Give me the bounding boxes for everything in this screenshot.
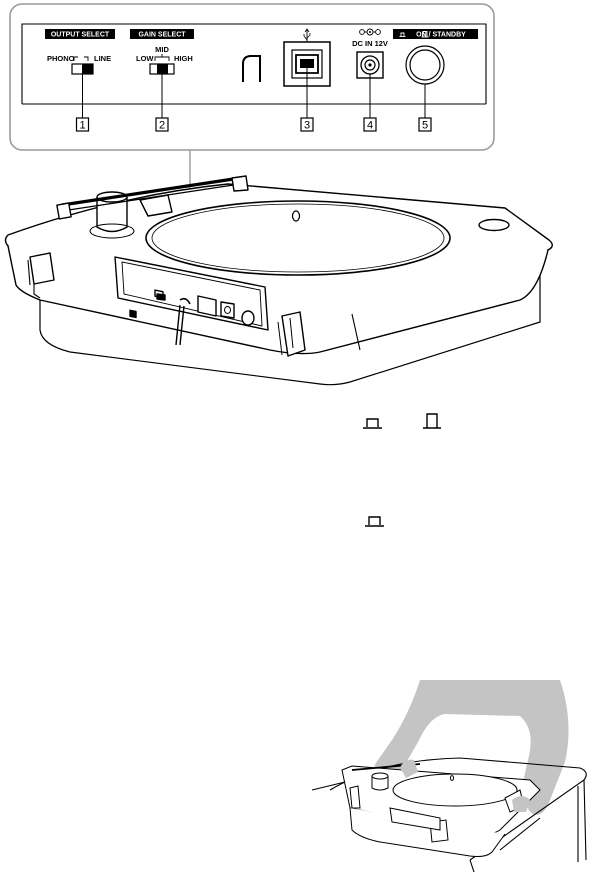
- line-label: LINE: [94, 54, 111, 63]
- callout-5: 5: [419, 118, 431, 132]
- button-out-icon: [423, 414, 441, 428]
- dc-in-label: DC IN 12V: [352, 39, 388, 48]
- output-switch-knob: [82, 64, 93, 74]
- high-label: HIGH: [174, 54, 193, 63]
- mid-label: MID: [155, 45, 169, 54]
- svg-text:4: 4: [367, 120, 373, 132]
- gain-switch-knob: [157, 64, 168, 74]
- gain-select-header: GAIN SELECT: [138, 32, 186, 39]
- button-in-icon: [363, 419, 382, 428]
- low-label: LOW: [136, 54, 154, 63]
- turntable-illustration: [6, 176, 553, 385]
- callout-3: 3: [301, 118, 313, 132]
- svg-text:3: 3: [304, 120, 310, 132]
- power-button-header: ON / STANDBY: [416, 32, 466, 39]
- callout-2: 2: [156, 118, 168, 132]
- output-select-header: OUTPUT SELECT: [51, 32, 110, 39]
- svg-text:2: 2: [159, 120, 165, 132]
- usage-leader-line: [312, 782, 345, 790]
- glyph-row-2: [365, 517, 384, 526]
- button-in-icon: [365, 517, 384, 526]
- svg-text:1: 1: [79, 120, 85, 132]
- svg-text:5: 5: [422, 120, 428, 132]
- phono-label: PHONO: [47, 54, 75, 63]
- usage-illustration: [312, 680, 586, 872]
- callout-4: 4: [364, 118, 376, 132]
- glyph-row-1: [363, 414, 441, 428]
- callout-1: 1: [77, 118, 89, 132]
